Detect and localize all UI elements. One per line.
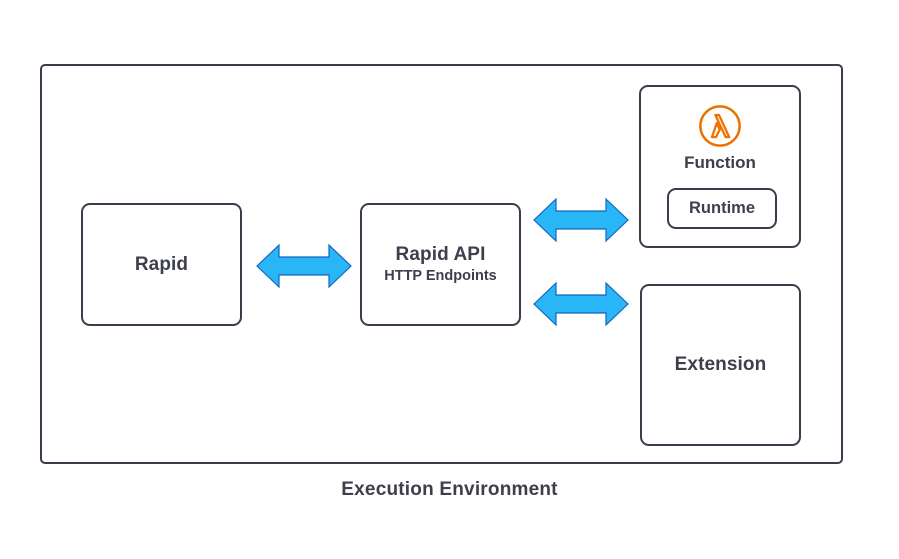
node-extension[interactable]: Extension — [640, 284, 801, 446]
node-runtime[interactable]: Runtime — [667, 188, 777, 229]
connector-rapid-api-to-extension-double-arrow — [533, 281, 629, 327]
aws-lambda-icon — [697, 103, 743, 149]
node-extension-label: Extension — [674, 354, 767, 376]
diagram-caption: Execution Environment — [341, 479, 558, 500]
connector-rapid-api-to-function-double-arrow — [533, 197, 629, 243]
node-rapid-label: Rapid — [134, 253, 189, 275]
connector-rapid-to-rapid-api-double-arrow — [256, 243, 352, 289]
node-function-label: Function — [684, 153, 756, 172]
node-rapid[interactable]: Rapid — [81, 203, 242, 326]
node-runtime-label: Runtime — [689, 199, 755, 217]
node-rapid-api[interactable]: Rapid API HTTP Endpoints — [360, 203, 521, 326]
node-rapid-api-label: Rapid API — [395, 243, 486, 265]
node-function[interactable]: Function Runtime — [639, 85, 801, 248]
node-rapid-api-sublabel: HTTP Endpoints — [384, 268, 497, 285]
